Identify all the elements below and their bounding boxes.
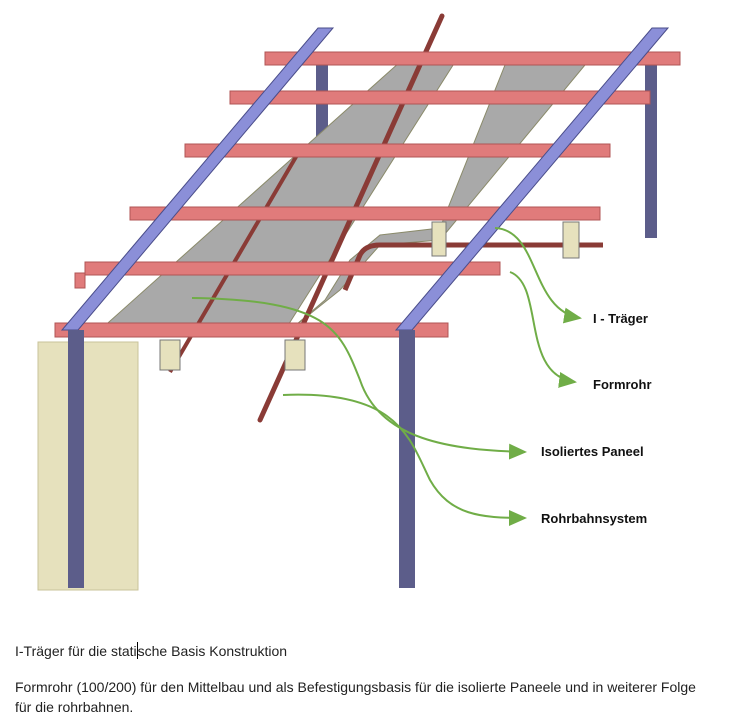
bracket (159, 339, 181, 371)
steel-structure-diagram: I - Träger Formrohr Isoliertes Paneel Ro… (37, 13, 681, 591)
bracket (284, 339, 306, 371)
front-right-column (399, 330, 415, 588)
text-cursor (136, 642, 138, 659)
back-right-column (645, 60, 657, 238)
paragraph-i-traeger[interactable]: I-Träger für die statische Basis Konstru… (15, 641, 287, 661)
annotation-arrows (191, 227, 582, 526)
paragraph-formrohr[interactable]: Formrohr (100/200) für den Mittelbau und… (15, 679, 696, 715)
label-i-traeger: I - Träger (593, 311, 648, 326)
front-left-column (68, 330, 84, 588)
bracket (562, 221, 580, 259)
label-isoliertes-paneel: Isoliertes Paneel (541, 444, 644, 459)
label-rohrbahnsystem: Rohrbahnsystem (541, 511, 647, 526)
bracket (431, 221, 447, 257)
pipe-horizontal (342, 242, 603, 291)
text-part: I-Träger für die stati (15, 643, 137, 659)
text-part: sche Basis Konstruktion (137, 643, 288, 659)
form-tubes (54, 51, 681, 338)
label-formrohr: Formrohr (593, 377, 652, 392)
concrete-block (37, 341, 139, 591)
